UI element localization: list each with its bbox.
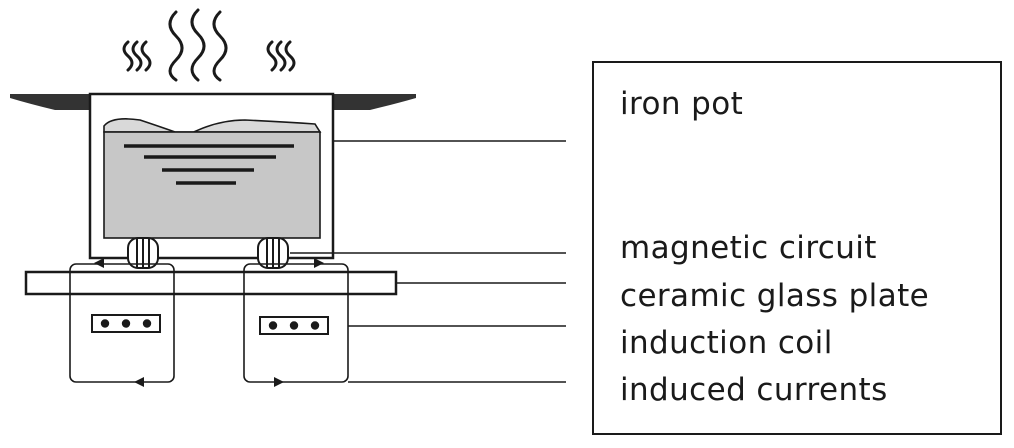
leader-lines [290, 140, 566, 383]
arrow-right-icon [314, 258, 324, 268]
current-arrow-left-icon [134, 377, 144, 387]
label-legend-box: iron pot magnetic circuit ceramic glass … [592, 61, 1002, 435]
arrow-left-icon [94, 258, 104, 268]
induction-coil-housings [69, 263, 349, 383]
pot-rim-right [332, 94, 416, 110]
current-arrow-right-icon [274, 377, 284, 387]
steam-icon [122, 8, 296, 82]
label-induction-coil: induction coil [620, 325, 833, 361]
label-ceramic-glass-plate: ceramic glass plate [620, 278, 930, 314]
coil-icon [127, 237, 289, 269]
pot-rim-left [10, 94, 92, 110]
label-induced-currents: induced currents [620, 372, 888, 408]
food-contents [103, 118, 322, 239]
ceramic-glass-plate [24, 270, 398, 296]
label-iron-pot: iron pot [620, 86, 744, 122]
label-magnetic-circuit: magnetic circuit [620, 230, 877, 266]
induction-coil-icon [91, 314, 329, 335]
